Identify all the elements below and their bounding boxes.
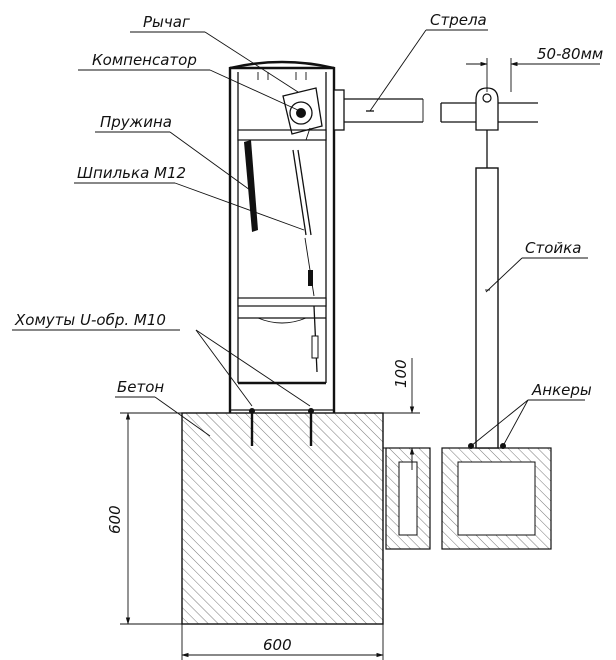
label-post: Стойка: [525, 239, 581, 257]
label-clamps: Хомуты U-обр. М10: [14, 311, 166, 329]
dim-width-value: 600: [263, 636, 292, 654]
label-boom: Стрела: [430, 11, 487, 29]
concrete-section-right: [441, 447, 552, 550]
label-lever: Рычаг: [143, 13, 190, 31]
dimension-height: [120, 412, 182, 625]
leader-lines: [12, 29, 588, 447]
label-stud: Шпилька М12: [77, 164, 186, 182]
concrete-foundation: [181, 412, 384, 625]
label-concrete: Бетон: [117, 378, 164, 396]
dimension-width: [181, 624, 384, 660]
label-spring: Пружина: [100, 113, 172, 131]
boom-arm-left: [344, 98, 424, 123]
label-gap: 50-80мм: [537, 45, 603, 63]
barrier-post: [440, 87, 538, 449]
concrete-section-left: [385, 447, 431, 550]
label-compensator: Компенсатор: [92, 51, 197, 69]
barrier-cabinet: [228, 60, 345, 413]
u-clamp-bolts: [249, 408, 314, 446]
label-anchors: Анкеры: [531, 381, 592, 399]
dim-depth-value: 100: [392, 359, 410, 388]
dimension-gap: [466, 58, 600, 92]
dimension-depth: [383, 358, 420, 470]
dim-height-value: 600: [106, 505, 124, 534]
